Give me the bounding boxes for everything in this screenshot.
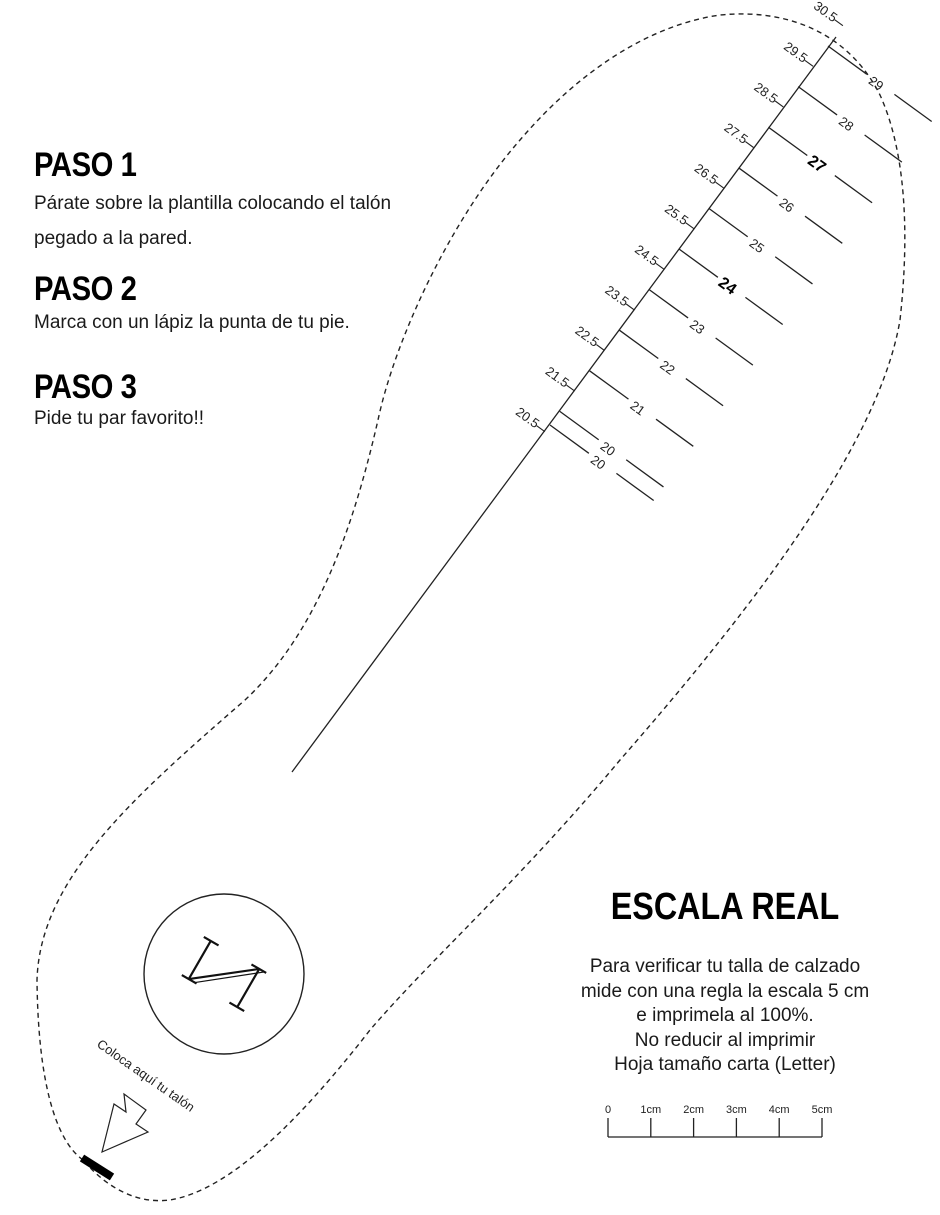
size-tick <box>678 248 719 278</box>
size-tick <box>619 329 659 360</box>
scale-line: mide con una regla la escala 5 cm <box>580 980 870 1002</box>
highlighted-size-label: 27 <box>804 152 828 176</box>
step-3: PASO 3 Pide tu par favorito!! <box>34 370 434 432</box>
size-label: 29 <box>866 73 887 94</box>
size-tick-extension <box>804 215 843 244</box>
size-tick <box>797 86 838 116</box>
size-label: 21 <box>627 398 648 419</box>
size-tick-extension <box>616 472 655 502</box>
scale-line: e imprimela al 100%. <box>636 1005 814 1026</box>
scale-line: Para verificar tu talla de calzado <box>589 956 861 977</box>
step-2-text: Marca con un lápiz la punta de tu pie. <box>34 312 350 333</box>
scale-line: No reducir al imprimir <box>634 1029 816 1051</box>
step-3-text: Pide tu par favorito!! <box>34 408 205 429</box>
size-label: 25 <box>747 235 768 256</box>
size-labels: 20.52021.52122.52223.52324.52425.52526.5… <box>513 0 886 473</box>
half-size-label: 30.5 <box>811 0 840 25</box>
scale-instructions: Para verificar tu talla de calzado mide … <box>530 955 920 1078</box>
half-size-tick <box>774 100 784 108</box>
half-size-tick <box>655 262 665 270</box>
measure-axis <box>291 36 837 773</box>
size-label: 26 <box>776 195 797 216</box>
size-tick <box>589 370 629 400</box>
arrow-down-icon <box>101 1092 150 1154</box>
size-tick-extension <box>834 175 873 204</box>
ruler-tick-label: 3cm <box>726 1104 747 1116</box>
size-tick <box>708 207 749 238</box>
step-1-text: Párate sobre la plantilla colocando el t… <box>34 193 392 249</box>
size-label: 22 <box>657 357 678 378</box>
ruler-tick-label: 0 <box>605 1104 611 1116</box>
size-tick-extension <box>715 337 754 366</box>
size-tick <box>827 45 868 75</box>
half-size-tick <box>625 303 635 311</box>
heel-mark <box>79 1154 115 1181</box>
size-tick-extension <box>625 459 664 488</box>
size-label: 23 <box>687 317 708 338</box>
half-size-tick <box>745 141 754 148</box>
size-tick-extension <box>685 378 724 407</box>
scale-line: Hoja tamaño carta (Letter) <box>614 1054 836 1075</box>
heel-hint-text: Coloca aquí tu talón <box>94 1036 197 1115</box>
step-2-title: PASO 2 <box>34 270 137 308</box>
size-tick <box>648 289 689 319</box>
scale-title: ESCALA REAL <box>610 886 840 928</box>
step-1: PASO 1 Párate sobre la plantilla colocan… <box>34 148 434 256</box>
size-tick <box>559 410 600 441</box>
half-size-tick <box>804 59 814 67</box>
size-tick-extension <box>745 296 784 326</box>
size-tick-extension <box>655 418 694 447</box>
half-size-tick <box>566 384 576 392</box>
ruler-tick-label: 5cm <box>812 1104 833 1116</box>
foot-outline <box>36 13 906 1202</box>
size-tick <box>768 126 808 157</box>
size-label: 20 <box>598 438 619 459</box>
half-size-tick <box>536 425 546 433</box>
step-3-title: PASO 3 <box>34 368 137 406</box>
highlighted-size-label: 24 <box>715 274 739 298</box>
half-size-tick <box>685 222 695 230</box>
half-size-tick <box>596 344 605 351</box>
ruler-tick-label: 4cm <box>769 1104 790 1116</box>
size-tick <box>549 424 590 454</box>
size-label: 20 <box>588 452 609 473</box>
real-scale-ruler: 0 1cm 2cm 3cm 4cm 5cm <box>605 1104 833 1138</box>
size-tick-extension <box>894 93 933 123</box>
brand-monogram-icon <box>143 893 305 1055</box>
size-tick-extension <box>774 256 813 285</box>
size-label: 28 <box>836 114 857 135</box>
half-size-tick <box>834 19 844 27</box>
size-tick <box>738 167 778 197</box>
step-1-title: PASO 1 <box>34 146 137 184</box>
ruler-tick-label: 2cm <box>683 1104 704 1116</box>
ruler-tick-label: 1cm <box>640 1104 661 1116</box>
step-2: PASO 2 Marca con un lápiz la punta de tu… <box>34 272 434 336</box>
size-ticks <box>536 19 933 502</box>
half-size-tick <box>715 181 725 189</box>
size-tick-extension <box>864 134 903 163</box>
